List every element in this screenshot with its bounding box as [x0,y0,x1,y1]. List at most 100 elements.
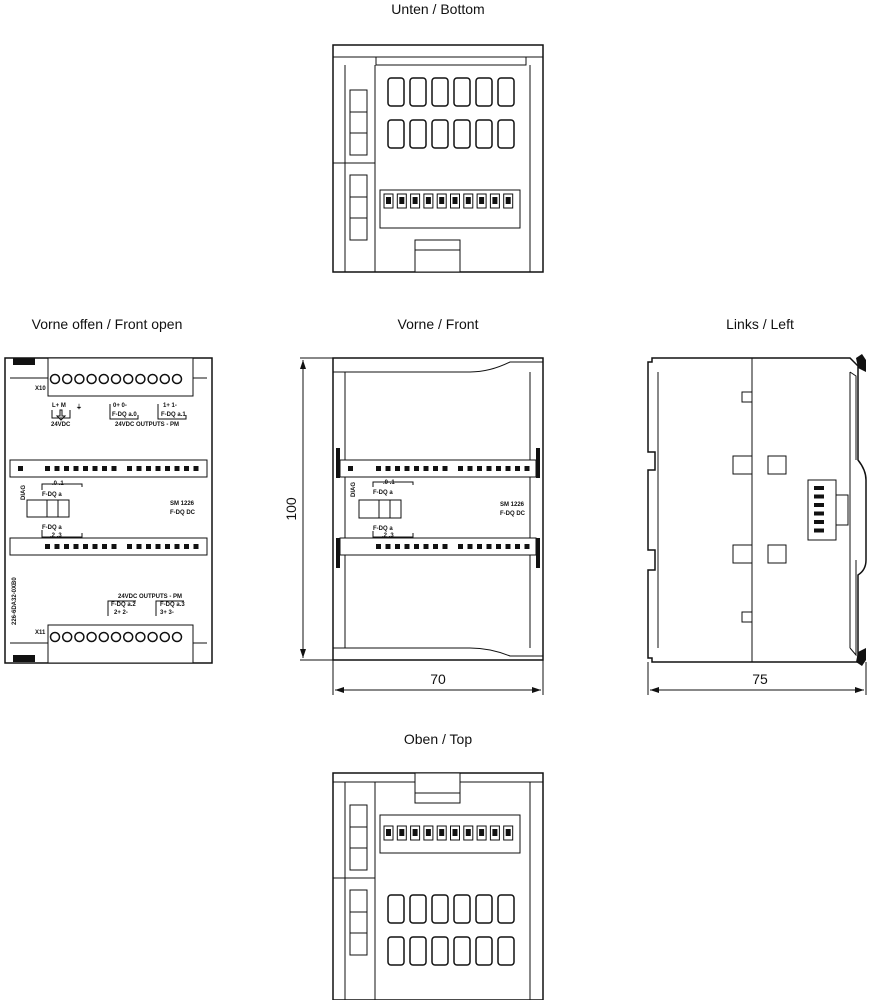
status-led [127,466,132,471]
terminal-slot [387,936,405,966]
front-group-top-channels: .0 .1 [383,480,395,486]
front-group-bottom-channels: .2 .3 [382,533,394,539]
terminal-slot [497,77,515,107]
terminal-slot [453,119,471,149]
status-led [111,544,117,549]
status-led [155,544,161,549]
status-led [496,466,501,471]
terminal-screw [74,373,85,385]
front-group-top-label: F-DQ a [373,490,393,496]
connector-pin [814,528,824,533]
terminal-screw [98,631,110,643]
depth-dimension: 75 [752,671,768,687]
status-led [486,544,492,549]
terminal-screw-head [412,197,418,204]
status-led [83,544,88,549]
status-led [184,466,189,471]
ch3-name: F-DQ a.3 [160,602,185,608]
terminal-slot [431,77,449,107]
terminal-screw-head [386,829,391,836]
terminal-slot [409,936,427,966]
power-voltage-label: 24VDC [51,422,71,428]
front-model-type-label: F-DQ DC [500,511,526,517]
ch1-name: F-DQ a.1 [161,412,186,418]
terminal-slot [431,936,449,966]
terminal-screw [171,631,183,643]
connector-pin [814,486,824,490]
front-open-view: X10 X11 L+ M 24VDC ⏚ 0+ 0- F-DQ a.0 1+ 1… [4,357,213,664]
view-title-bottom: Unten / Bottom [391,1,484,17]
ch1-terminal-label: 1+ 1- [163,403,177,409]
status-led [136,466,142,471]
terminal-screw-head [425,197,431,204]
terminal-screw-head [439,197,445,204]
status-led [92,544,98,549]
terminal-screw [86,373,97,385]
status-led [184,544,189,549]
terminal-slot [431,119,449,149]
terminal-screw [86,631,97,643]
status-led [395,544,400,549]
status-led [45,466,50,471]
status-led [54,466,60,471]
terminal-slot [453,77,471,107]
front-model-label: SM 1226 [500,502,525,508]
terminal-screw-head [452,829,458,836]
width-dimension: 70 [430,671,446,687]
terminal-screw-head [492,829,498,836]
status-led [477,544,482,549]
terminal-screw [49,373,61,385]
connector-pin [814,511,824,516]
connector-x11-label: X11 [35,630,46,636]
terminal-screw [135,373,146,385]
model-type-label: F-DQ DC [170,510,196,516]
terminal-slot [475,894,493,924]
status-led [385,466,391,471]
status-led [524,544,530,549]
status-led [102,544,107,549]
connector-pin [814,494,824,499]
status-led [64,466,69,471]
view-title-top: Oben / Top [404,731,472,747]
outputs-bottom-label: 24VDC OUTPUTS - PM [118,594,182,600]
terminal-slot [475,119,493,149]
terminal-slot [387,894,405,924]
terminal-screw-head [439,829,445,836]
terminal-screw-head [479,197,485,204]
terminal-screw [74,631,85,643]
status-led [165,544,170,549]
status-led [146,466,151,471]
status-led [467,544,473,549]
status-led [73,466,79,471]
terminal-slot [453,936,471,966]
terminal-screw [98,373,110,385]
terminal-screw-head [479,829,485,836]
status-led [193,544,199,549]
status-led [92,466,98,471]
status-led [442,466,448,471]
terminal-screw-head [399,829,405,836]
terminal-slot [453,894,471,924]
terminal-screw [159,631,171,643]
terminal-screw-head [505,829,511,836]
status-led [111,466,117,471]
status-led [486,466,492,471]
status-led [64,544,69,549]
connector-pin [814,503,824,507]
status-led [423,544,429,549]
status-led [404,544,410,549]
ch0-name: F-DQ a.0 [112,412,137,418]
left-view: 75 [647,354,867,695]
front-group-bottom-label: F-DQ a [373,526,393,532]
diag-led [348,466,353,471]
terminal-screw [61,373,73,385]
status-led [433,544,438,549]
status-led [423,466,429,471]
terminal-slot [387,77,405,107]
status-led [155,466,161,471]
view-title-front-open: Vorne offen / Front open [32,316,183,332]
model-label: SM 1226 [170,501,195,507]
bottom-view [332,44,544,273]
front-view: DIAG .0 .1 F-DQ a F-DQ a .2 .3 SM 1226 F… [283,357,544,695]
outputs-top-label: 24VDC OUTPUTS - PM [115,422,179,428]
